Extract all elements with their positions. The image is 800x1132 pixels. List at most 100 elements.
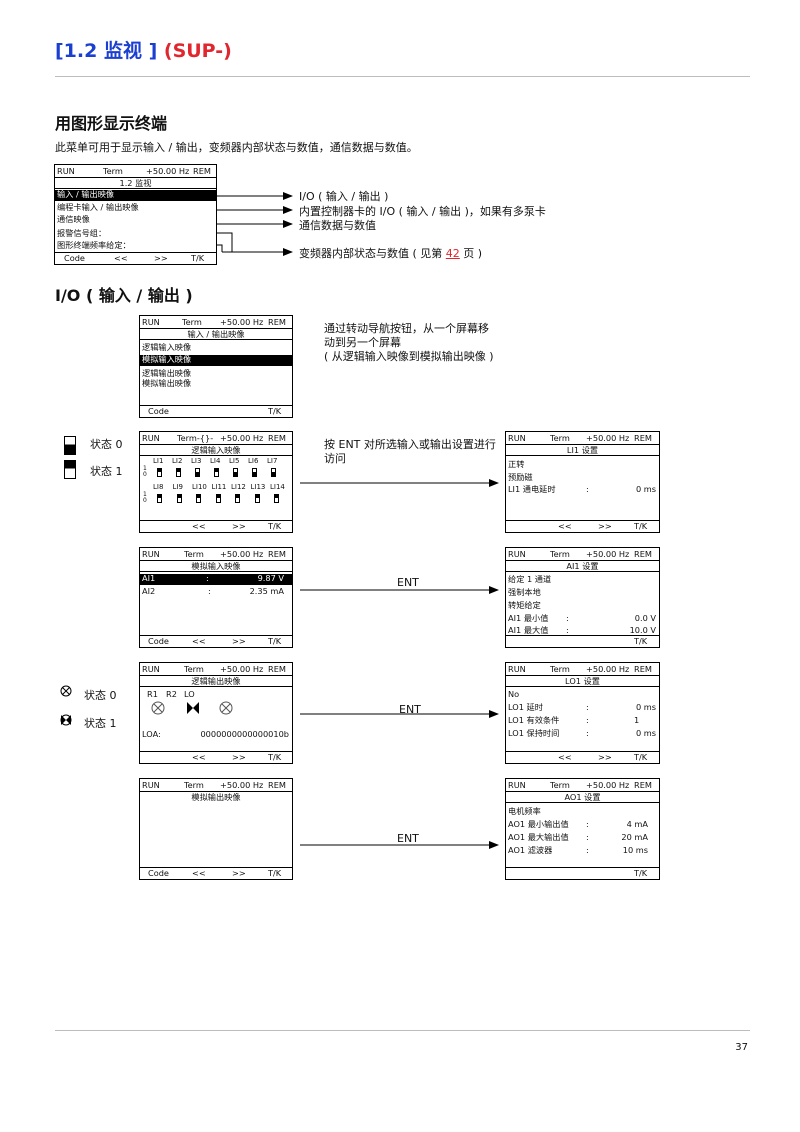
screen-title: 1.2 监视 bbox=[55, 177, 216, 189]
li-switch bbox=[157, 494, 162, 503]
li-label: LI8 bbox=[153, 483, 164, 491]
page-link[interactable]: 42 bbox=[445, 247, 460, 260]
io-item-analog-in[interactable]: 模拟输入映像 bbox=[140, 355, 292, 366]
ao1-filter-row[interactable]: AO1 滤波器:10 ms bbox=[508, 845, 648, 855]
bracket-alarm bbox=[217, 232, 233, 252]
ai1-item-torque-ref[interactable]: 转矩给定 bbox=[508, 600, 541, 610]
li-label: LI4 bbox=[210, 457, 221, 465]
ai1-item-forced-local[interactable]: 强制本地 bbox=[508, 587, 541, 597]
io-item-logic-in[interactable]: 逻辑输入映像 bbox=[142, 342, 192, 352]
ent-note-2: 访问 bbox=[324, 452, 346, 465]
io-heading: I/O ( 输入 / 输出 ) bbox=[55, 286, 193, 305]
menu-item-freq-ref[interactable]: 图形终端频率给定： bbox=[57, 240, 131, 250]
lo1-delay-row[interactable]: LO1 延时:0 ms bbox=[508, 702, 656, 712]
io-item-logic-out[interactable]: 逻辑输出映像 bbox=[142, 368, 192, 378]
loa-label: LOA: bbox=[142, 729, 161, 739]
li1-item-forward[interactable]: 正转 bbox=[508, 459, 525, 469]
li-label: LI11 bbox=[211, 483, 227, 491]
li-switch bbox=[195, 468, 200, 477]
header-divider bbox=[55, 76, 750, 77]
callout-drive-status: 变频器内部状态与数值 ( 见第 42 页 ) bbox=[299, 247, 483, 260]
loa-value: 0000000000000010b bbox=[200, 729, 289, 739]
legend-li-state1: 状态 1 bbox=[90, 465, 123, 478]
menu-item-alarm[interactable]: 报警信号组： bbox=[57, 228, 107, 238]
ai1-max-row[interactable]: AI1 最大值:10.0 V bbox=[508, 625, 656, 635]
li-switch bbox=[176, 468, 181, 477]
menu-item-card-io[interactable]: 编程卡输入 / 输出映像 bbox=[57, 202, 139, 212]
legend-lo-state1: 状态 1 bbox=[84, 717, 117, 730]
ent-label-ao: ENT bbox=[397, 832, 419, 845]
lo-off-icon bbox=[219, 701, 233, 715]
li-axis-label: 0 bbox=[143, 497, 147, 504]
li-switch bbox=[274, 494, 279, 503]
callout-comm: 通信数据与数值 bbox=[299, 219, 376, 232]
li-label: LI14 bbox=[270, 483, 285, 491]
ai1-row[interactable]: AI1:9.87 V bbox=[140, 574, 292, 585]
lo1-active-row[interactable]: LO1 有效条件:1 bbox=[508, 715, 640, 725]
li-axis-label: 1 bbox=[143, 491, 147, 498]
li-switch bbox=[215, 494, 221, 503]
page-number: 37 bbox=[735, 1042, 748, 1053]
menu-item-io-map[interactable]: 输入 / 输出映像 bbox=[55, 190, 216, 201]
ai2-row[interactable]: AI2:2.35 mA bbox=[142, 586, 284, 596]
io-item-analog-out[interactable]: 模拟输出映像 bbox=[142, 378, 192, 388]
ai1-min-row[interactable]: AI1 最小值:0.0 V bbox=[508, 613, 656, 623]
switch-state1-icon bbox=[64, 460, 76, 479]
li-switch bbox=[233, 468, 238, 477]
li-label: LI5 bbox=[229, 457, 240, 465]
menu-item-comm[interactable]: 通信映像 bbox=[57, 214, 90, 224]
li-switch bbox=[235, 494, 240, 503]
li-switch bbox=[254, 494, 260, 503]
li-label: LI2 bbox=[172, 457, 183, 465]
ao1-item-motor-freq[interactable]: 电机频率 bbox=[508, 806, 541, 816]
ent-label-ai: ENT bbox=[397, 576, 419, 589]
ai1-item-ref1[interactable]: 给定 1 通道 bbox=[508, 574, 552, 584]
lo1-hold-row[interactable]: LO1 保持时间:0 ms bbox=[508, 728, 656, 738]
callout-io: I/O ( 输入 / 输出 ) bbox=[299, 190, 389, 203]
nav-note-3: ( 从逻辑输入映像到模拟输出映像 ) bbox=[324, 350, 494, 363]
li-label: LI12 bbox=[231, 483, 246, 491]
li-axis-label: 1 bbox=[143, 465, 147, 472]
li-label: LI1 bbox=[153, 457, 164, 465]
li-switch bbox=[196, 494, 201, 503]
li-switch bbox=[271, 468, 276, 477]
legend-lo-state0: 状态 0 bbox=[84, 689, 117, 702]
bracket-freq bbox=[217, 244, 223, 252]
li-axis-label: 0 bbox=[143, 471, 147, 478]
section-heading: 用图形显示终端 bbox=[55, 114, 168, 133]
lo-state1-icon bbox=[60, 714, 72, 726]
li-label: LI7 bbox=[267, 457, 278, 465]
r1-off-icon bbox=[151, 701, 165, 715]
lo-label-r2: R2 bbox=[166, 689, 177, 699]
ent-note-1: 按 ENT 对所选输入或输出设置进行 bbox=[324, 438, 496, 451]
intro-text: 此菜单可用于显示输入 / 输出，变频器内部状态与数值，通信数据与数值。 bbox=[55, 141, 418, 154]
lo-state0-icon bbox=[60, 685, 72, 697]
page-title: [1.2 监视 ] (SUP-) bbox=[55, 40, 232, 62]
li-label: LI3 bbox=[191, 457, 202, 465]
li1-item-prefluxing[interactable]: 预励磁 bbox=[508, 472, 533, 482]
ent-label-lo: ENT bbox=[399, 703, 421, 716]
callout-card-io: 内置控制器卡的 I/O ( 输入 / 输出 )，如果有多泵卡 bbox=[299, 205, 546, 218]
li-label: LI9 bbox=[172, 483, 183, 491]
li1-delay-row[interactable]: LI1 通电延时:0 ms bbox=[508, 484, 656, 494]
r2-on-icon bbox=[187, 702, 199, 714]
li-switch bbox=[214, 468, 219, 477]
lo-label-r1: R1 bbox=[147, 689, 158, 699]
nav-note-1: 通过转动导航按钮，从一个屏幕移 bbox=[324, 322, 489, 335]
li-label: LI6 bbox=[248, 457, 259, 465]
ao1-max-row[interactable]: AO1 最大输出值:20 mA bbox=[508, 832, 648, 842]
nav-note-2: 动到另一个屏幕 bbox=[324, 336, 401, 349]
ao1-min-row[interactable]: AO1 最小输出值:4 mA bbox=[508, 819, 648, 829]
lo-label-lo: LO bbox=[184, 689, 195, 699]
lo1-item-no[interactable]: No bbox=[508, 689, 520, 699]
